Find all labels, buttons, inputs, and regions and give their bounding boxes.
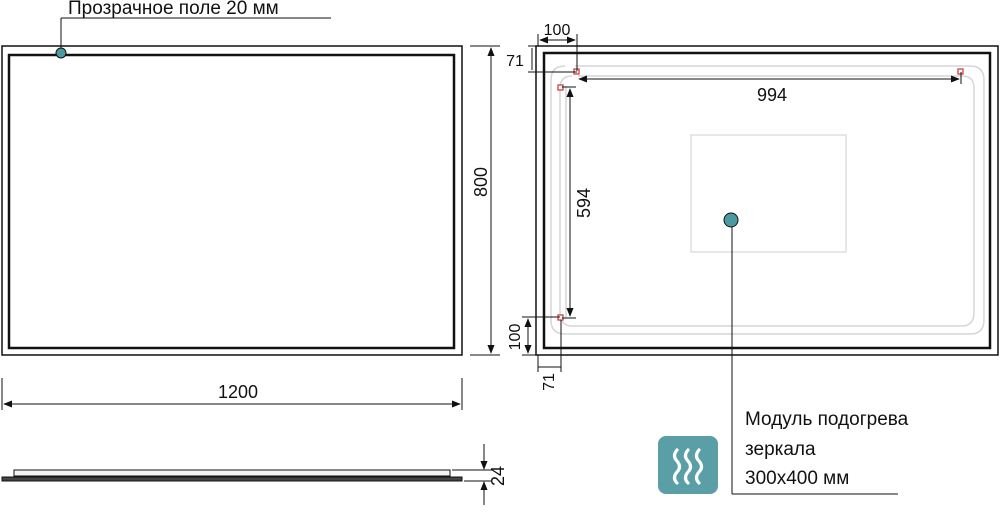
heat-waves-icon	[658, 436, 718, 494]
side-view: 24	[1, 444, 508, 505]
width-dimension-label: 1200	[218, 382, 258, 402]
heater-label-line1: Модуль подогрева	[745, 409, 909, 430]
height-dimension-label: 800	[471, 167, 491, 197]
back-view: 100 71 994 594 100 71	[506, 22, 999, 495]
front-view: Прозрачное поле 20 мм 1200 800	[1, 0, 500, 410]
bottom-offset-x-label: 71	[541, 373, 558, 391]
thickness-dimension-label: 24	[488, 466, 508, 486]
back-mirror-outer	[535, 45, 999, 356]
heater-label-line3: 300x400 мм	[745, 468, 849, 489]
top-offset-y-label: 71	[506, 53, 524, 70]
transparent-field-label: Прозрачное поле 20 мм	[68, 0, 279, 19]
mount-points	[557, 68, 964, 321]
span-y-label: 594	[574, 188, 594, 218]
back-mirror-inner	[542, 51, 992, 350]
heater-label-line2: зеркала	[745, 439, 816, 460]
top-offset-x-label: 100	[544, 22, 571, 39]
callout-marker	[55, 47, 67, 59]
side-back	[1, 476, 463, 482]
heater-marker	[723, 212, 739, 228]
side-glass	[13, 469, 451, 477]
heater-module-outline	[690, 134, 847, 253]
span-x-label: 994	[757, 85, 787, 105]
bottom-offset-y-label: 100	[507, 324, 524, 351]
front-mirror-inner	[7, 53, 456, 350]
led-strip	[550, 65, 985, 335]
front-mirror-outer	[1, 45, 463, 356]
